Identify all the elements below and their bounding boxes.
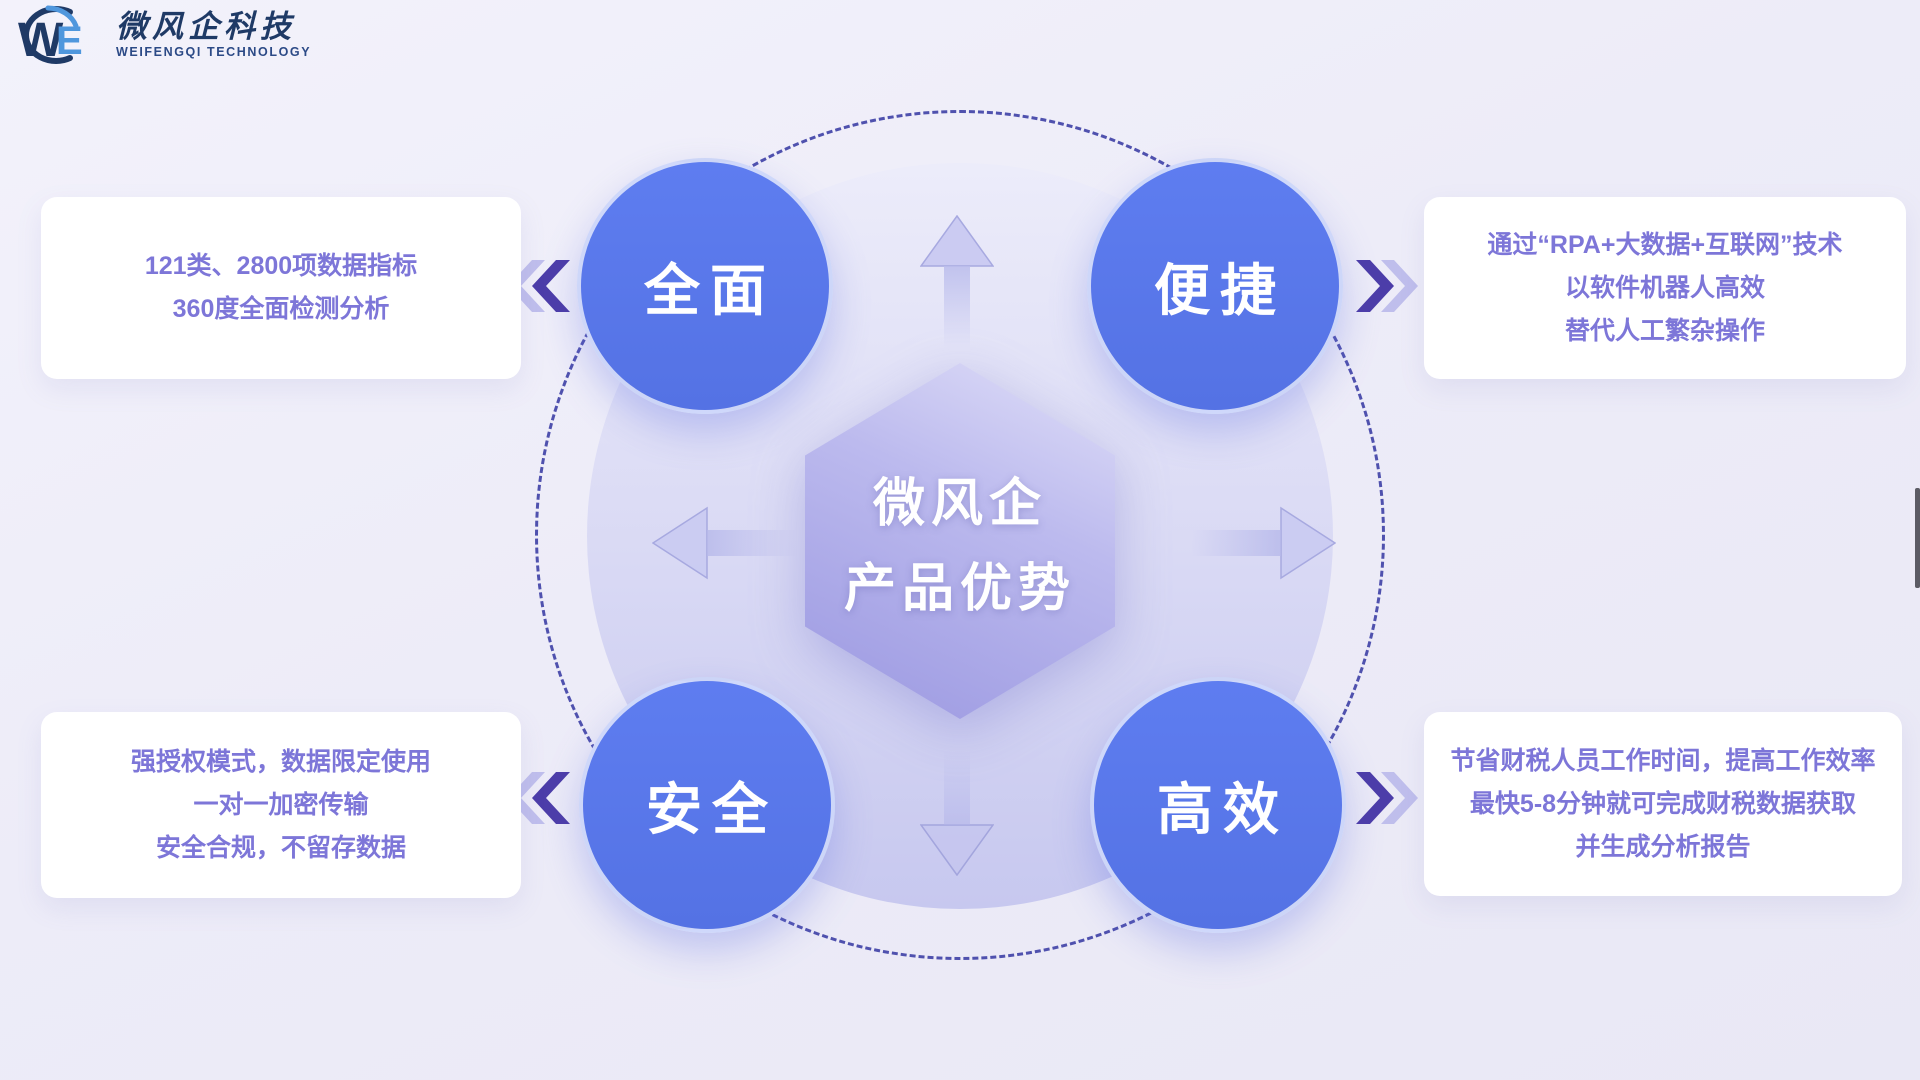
desc-box-comprehensive: 121类、2800项数据指标 360度全面检测分析 xyxy=(41,197,521,379)
chevron-right-double-icon xyxy=(1356,260,1418,312)
advantage-label: 便捷 xyxy=(1154,258,1286,322)
center-title-line1: 微风企 xyxy=(872,475,1047,533)
desc-box-efficient: 节省财税人员工作时间，提高工作效率 最快5-8分钟就可完成财税数据获取 并生成分… xyxy=(1424,712,1902,896)
advantage-label: 高效 xyxy=(1157,777,1289,841)
center-hexagon-shadow: 微风企 产品优势 xyxy=(795,353,1125,729)
desc-line: 以软件机器人高效 xyxy=(1564,273,1765,302)
desc-line: 替代人工繁杂操作 xyxy=(1564,316,1765,345)
chevron-right-double-icon xyxy=(1356,772,1418,824)
center-title-line2: 产品优势 xyxy=(843,560,1076,618)
logo-we-monogram-icon: W E xyxy=(18,5,83,66)
desc-line: 一对一加密传输 xyxy=(193,790,369,819)
advantage-label: 全面 xyxy=(644,258,776,322)
company-name-en: WEIFENGQI TECHNOLOGY xyxy=(116,45,312,60)
desc-line: 最快5-8分钟就可完成财税数据获取 xyxy=(1469,789,1857,818)
advantage-circle-secure: 安全 xyxy=(579,677,835,933)
desc-line: 安全合规，不留存数据 xyxy=(155,833,406,862)
company-logo: W E 微风企科技 WEIFENGQI TECHNOLOGY xyxy=(10,4,311,66)
company-name-zh: 微风企科技 xyxy=(116,8,296,44)
advantage-label: 安全 xyxy=(646,777,778,841)
desc-line: 121类、2800项数据指标 xyxy=(144,252,418,280)
center-hexagon: 微风企 产品优势 xyxy=(805,363,1115,719)
desc-line: 360度全面检测分析 xyxy=(172,295,390,323)
desc-line: 并生成分析报告 xyxy=(1575,832,1751,861)
desc-box-secure: 强授权模式，数据限定使用 一对一加密传输 安全合规，不留存数据 xyxy=(41,712,521,898)
advantage-circle-convenient: 便捷 xyxy=(1087,158,1343,414)
scrollbar-thumb[interactable] xyxy=(1915,488,1920,588)
svg-text:W: W xyxy=(18,14,64,66)
advantage-circle-comprehensive: 全面 xyxy=(577,158,833,414)
svg-text:E: E xyxy=(56,19,83,63)
advantage-circle-efficient: 高效 xyxy=(1090,677,1346,933)
desc-box-convenient: 通过“RPA+大数据+互联网”技术 以软件机器人高效 替代人工繁杂操作 xyxy=(1424,197,1906,379)
desc-line: 节省财税人员工作时间，提高工作效率 xyxy=(1450,746,1876,775)
dashed-orbit-circle xyxy=(535,110,1385,960)
desc-line: 通过“RPA+大数据+互联网”技术 xyxy=(1487,230,1843,259)
desc-line: 强授权模式，数据限定使用 xyxy=(130,747,431,776)
